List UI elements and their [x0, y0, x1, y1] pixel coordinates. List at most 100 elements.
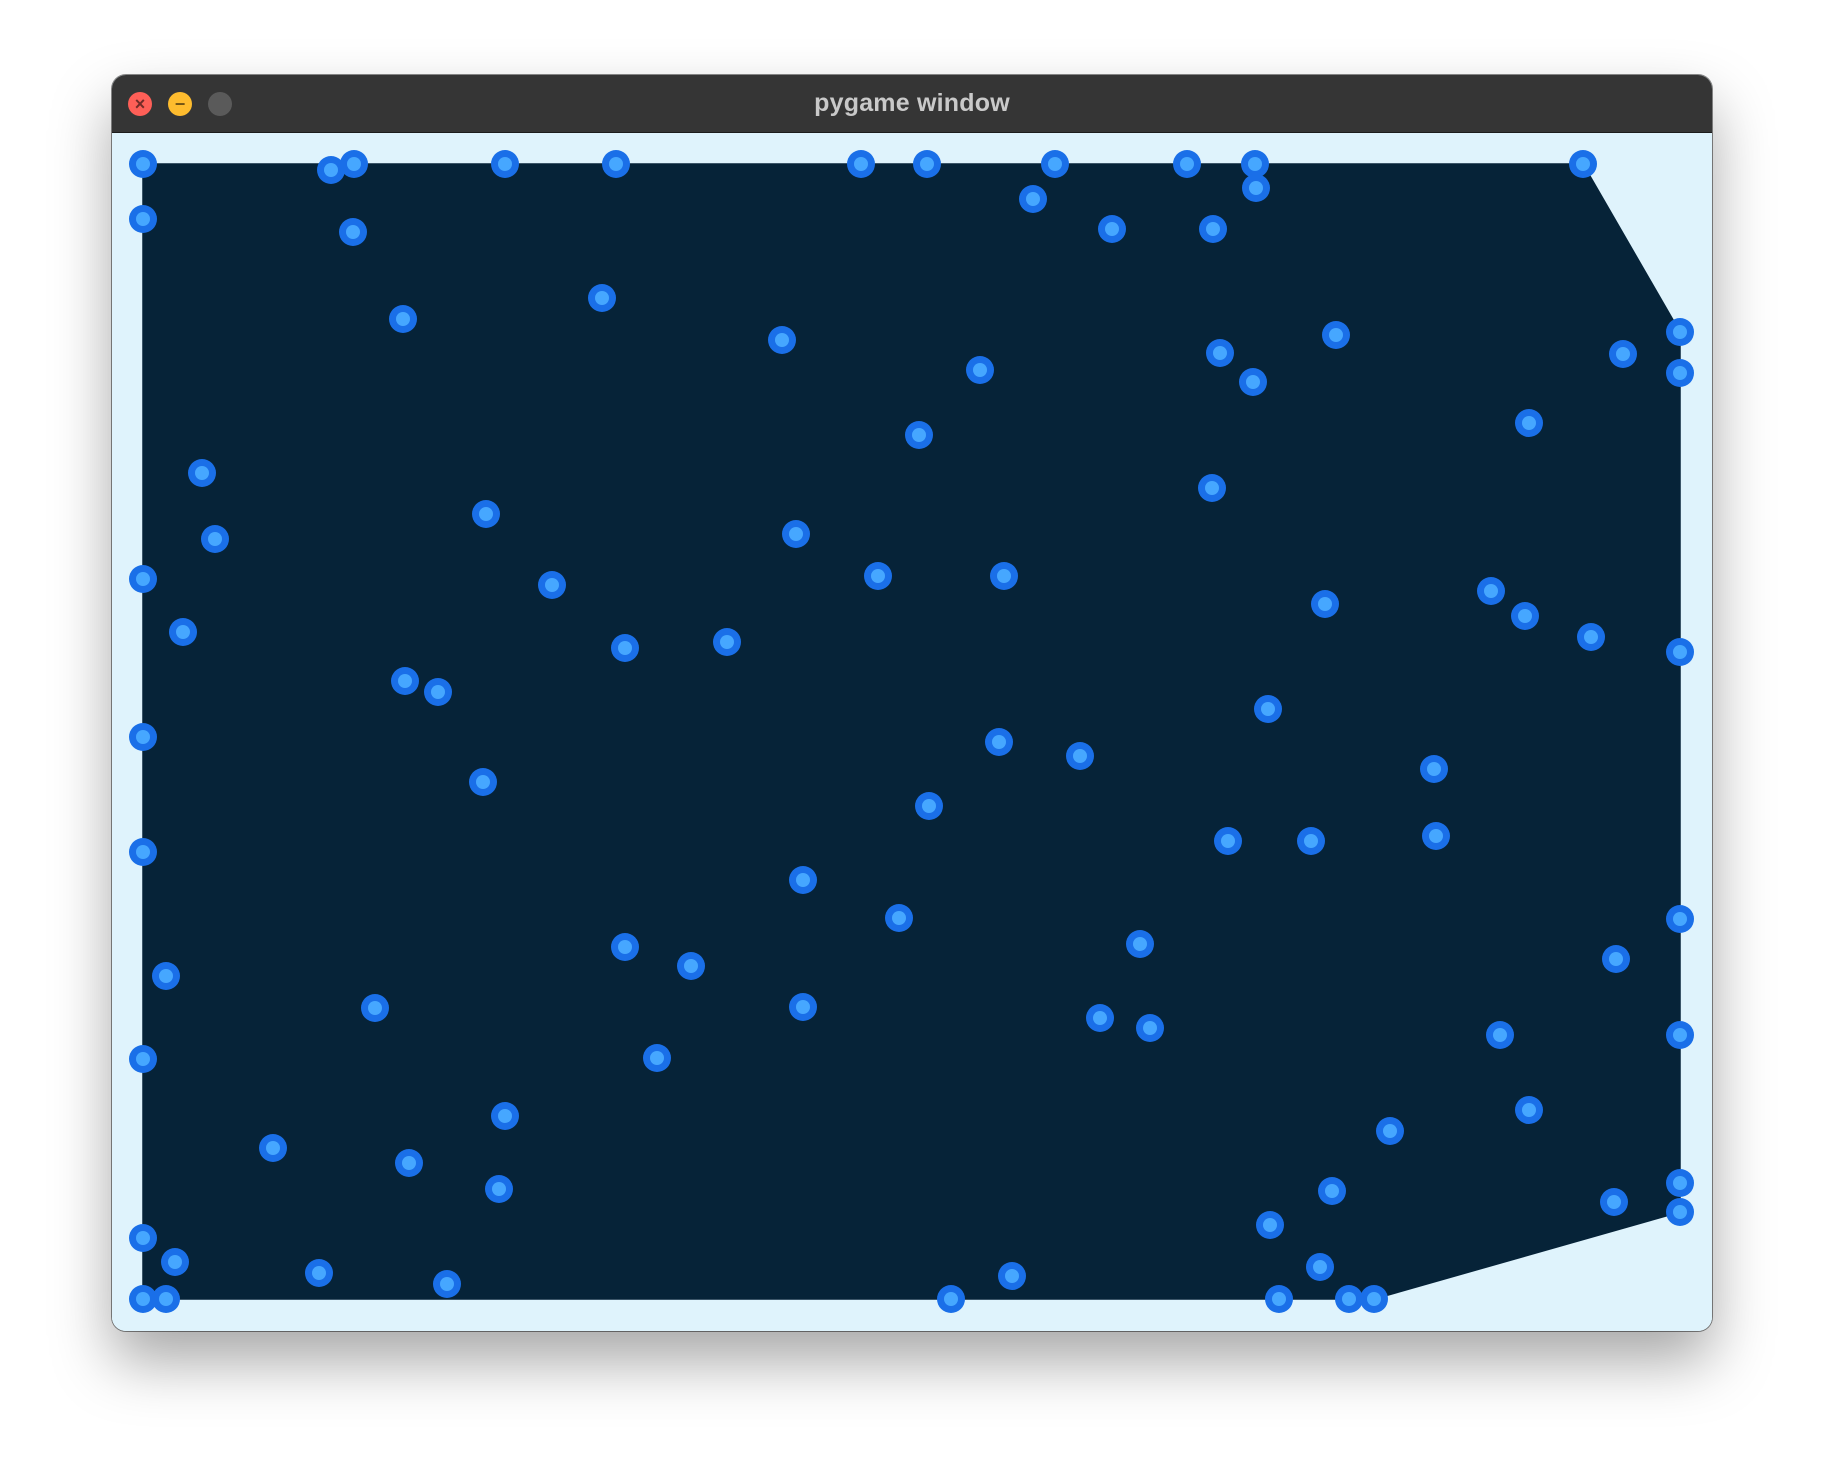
graph-node-core [431, 685, 445, 699]
graph-node-core [398, 674, 412, 688]
graph-node-core [1026, 192, 1040, 206]
graph-node [1199, 215, 1227, 243]
graph-node [588, 284, 616, 312]
graph-node [129, 565, 157, 593]
graph-node-core [1048, 157, 1062, 171]
graph-node-core [1522, 416, 1536, 430]
graph-node [1136, 1014, 1164, 1042]
graph-node [1041, 150, 1069, 178]
graph-node [1306, 1253, 1334, 1281]
graph-node-core [973, 363, 987, 377]
graph-node [611, 634, 639, 662]
graph-node [937, 1285, 965, 1313]
graph-node [317, 156, 345, 184]
graph-node-core [1180, 157, 1194, 171]
graph-node [1666, 359, 1694, 387]
minimize-icon: − [174, 93, 186, 114]
graph-node [1126, 930, 1154, 958]
graph-node [1477, 577, 1505, 605]
graph-node [1577, 623, 1605, 651]
graph-node [1515, 1096, 1543, 1124]
graph-node-core [168, 1255, 182, 1269]
graph-node [485, 1175, 513, 1203]
graph-node [611, 933, 639, 961]
graph-node [472, 500, 500, 528]
graph-node [1206, 339, 1234, 367]
pygame-canvas[interactable] [112, 133, 1712, 1331]
graph-node [1666, 638, 1694, 666]
graph-node-core [1249, 181, 1263, 195]
zoom-button[interactable] [208, 92, 232, 116]
graph-node-core [1673, 1028, 1687, 1042]
graph-node-core [1206, 222, 1220, 236]
graph-node [1173, 150, 1201, 178]
graph-node-core [1584, 630, 1598, 644]
graph-node-core [545, 578, 559, 592]
graph-node-core [195, 466, 209, 480]
graph-node-core [1522, 1103, 1536, 1117]
graph-node [152, 1285, 180, 1313]
graph-node-core [208, 532, 222, 546]
graph-node [1019, 185, 1047, 213]
graph-node-core [1383, 1124, 1397, 1138]
graph-node-core [1673, 366, 1687, 380]
title-bar[interactable]: × − pygame window [112, 75, 1712, 133]
graph-node [339, 218, 367, 246]
graph-node [915, 792, 943, 820]
graph-node-core [1493, 1028, 1507, 1042]
window-title: pygame window [814, 89, 1010, 117]
graph-node [1486, 1021, 1514, 1049]
graph-node [433, 1270, 461, 1298]
graph-node [1666, 905, 1694, 933]
graph-node-core [1318, 597, 1332, 611]
graph-node-core [159, 1292, 173, 1306]
graph-node-core [796, 1000, 810, 1014]
graph-node [864, 562, 892, 590]
graph-node-core [1093, 1011, 1107, 1025]
graph-node [491, 150, 519, 178]
graph-node [491, 1102, 519, 1130]
graph-node [1602, 945, 1630, 973]
graph-node [1360, 1285, 1388, 1313]
minimize-button[interactable]: − [168, 92, 192, 116]
graph-node [966, 356, 994, 384]
graph-node [1600, 1188, 1628, 1216]
graph-node-core [1616, 347, 1630, 361]
graph-node-core [1133, 937, 1147, 951]
graph-node-core [944, 1292, 958, 1306]
graph-node [1265, 1285, 1293, 1313]
graph-node [1066, 742, 1094, 770]
graph-node-core [159, 969, 173, 983]
graph-node [129, 723, 157, 751]
graph-node-core [1073, 749, 1087, 763]
graph-node-core [1673, 1205, 1687, 1219]
graph-node-core [498, 157, 512, 171]
graph-node-core [1609, 952, 1623, 966]
close-button[interactable]: × [128, 92, 152, 116]
graph-node-core [992, 735, 1006, 749]
graph-node-core [1367, 1292, 1381, 1306]
graph-node [1335, 1285, 1363, 1313]
graph-node-core [1272, 1292, 1286, 1306]
graph-node-core [396, 312, 410, 326]
graph-node-core [1325, 1184, 1339, 1198]
graph-node-core [1329, 328, 1343, 342]
graph-node-core [402, 1156, 416, 1170]
graph-node-core [1005, 1269, 1019, 1283]
graph-node-core [136, 1292, 150, 1306]
graph-node-core [1673, 912, 1687, 926]
filled-region [143, 164, 1680, 1299]
graph-node-core [136, 157, 150, 171]
graph-node [469, 768, 497, 796]
nodes-layer [129, 150, 1694, 1313]
graph-node-core [997, 569, 1011, 583]
graph-node-core [324, 163, 338, 177]
graph-node-core [136, 845, 150, 859]
graph-node-core [266, 1141, 280, 1155]
graph-node [129, 1224, 157, 1252]
graph-node [538, 571, 566, 599]
graph-node [424, 678, 452, 706]
graph-node [305, 1259, 333, 1287]
graph-node [1254, 695, 1282, 723]
